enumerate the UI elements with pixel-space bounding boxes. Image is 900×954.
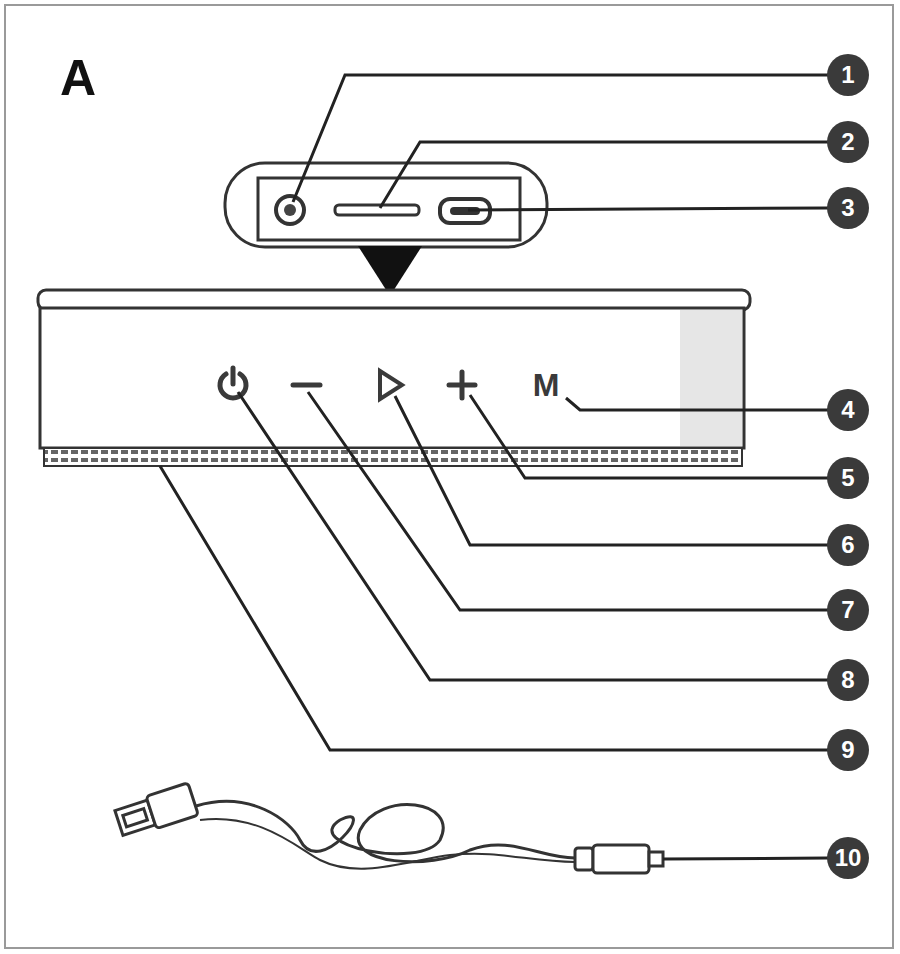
callout-number: 3 xyxy=(841,196,854,220)
callout-number: 9 xyxy=(841,738,854,762)
control-buttons xyxy=(220,368,475,399)
callout-number: 8 xyxy=(841,668,854,692)
callout-number: 2 xyxy=(841,130,854,154)
figure-letter: A xyxy=(60,53,96,103)
figure-frame xyxy=(5,5,893,948)
callout-number: 6 xyxy=(841,533,854,557)
leader-lines xyxy=(160,75,828,859)
callout-number: 7 xyxy=(841,598,854,622)
callout-discs xyxy=(827,54,869,879)
callout-number: 4 xyxy=(841,398,854,422)
port-panel xyxy=(225,163,547,296)
speaker-body xyxy=(38,290,750,466)
callout-number: 5 xyxy=(841,466,854,490)
button-label: M xyxy=(533,369,560,401)
usb-cable xyxy=(114,783,663,873)
callout-number: 10 xyxy=(835,846,862,870)
callout-number: 1 xyxy=(841,63,854,87)
